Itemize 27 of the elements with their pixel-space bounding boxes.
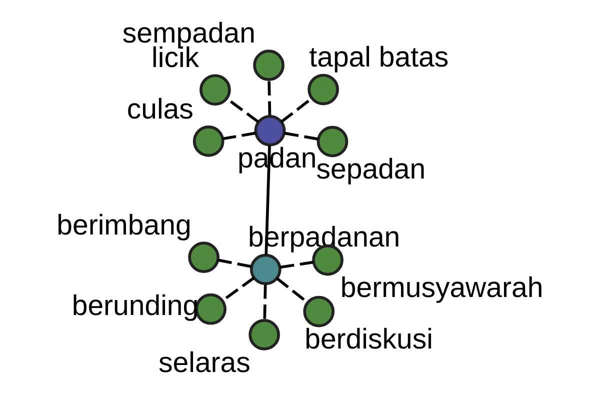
node-label: berimbang [56,209,192,242]
connector [218,258,252,268]
node-circle [192,126,224,157]
node-label: culas [126,93,194,126]
connector [222,132,256,140]
node-circle [308,74,339,106]
connector [263,284,267,320]
node-circle [200,74,231,106]
node-label: sepadan [316,154,426,186]
connector [268,80,272,116]
node-label: bermusyawarah [340,272,544,304]
connector [280,260,314,269]
node-circle [250,254,282,286]
node-label: tapal batas [309,42,449,74]
node-circle [188,242,220,273]
node-circle [316,126,348,158]
node-label: berunding [72,290,199,322]
node-circle [248,319,280,350]
node-circle [195,293,226,325]
node-circle [254,114,286,146]
connector [264,145,271,256]
node-label: sempadan [122,18,256,50]
node-label: selaras [158,346,250,379]
node-circle [253,50,284,81]
node-circle [303,296,335,328]
connector [284,132,318,140]
node-label: berdiskusi [304,324,433,356]
